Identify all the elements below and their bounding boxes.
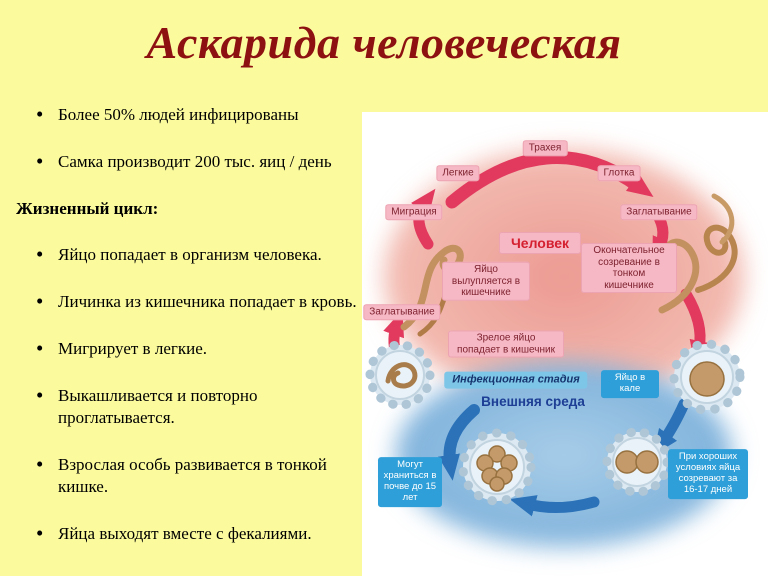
egg-single-cell-illustration [669, 339, 745, 415]
label-infectious-stage: Инфекционная стадия [444, 371, 588, 389]
bullet-item: Личинка из кишечника попадает в кровь. [16, 290, 362, 313]
label-egg-in-feces: Яйцо в кале [601, 370, 659, 398]
label-egg-hatches: Яйцо вылупляется в кишечнике [442, 261, 530, 301]
cycle-bullet-list: Яйцо попадает в организм человека. Личин… [16, 243, 362, 545]
blue-arrow-bottom [509, 495, 600, 517]
egg-multicell-illustration [458, 428, 536, 506]
blue-arrow-right-down [652, 398, 690, 456]
life-cycle-artwork [362, 112, 768, 576]
egg-larva-illustration [365, 340, 435, 410]
intro-bullet-list: Более 50% людей инфицированы Самка произ… [16, 103, 362, 173]
label-migration: Миграция [385, 204, 443, 220]
page-title: Аскарида человеческая [146, 17, 622, 68]
label-swallowing-left: Заглатывание [363, 304, 441, 320]
bullet-item: Яйца выходят вместе с фекалиями. [16, 522, 362, 545]
label-human: Человек [498, 231, 582, 255]
section-heading: Жизненный цикл: [16, 199, 159, 218]
bullet-item: Мигрирует в легкие. [16, 337, 362, 360]
label-trachea: Трахея [522, 140, 568, 156]
label-environment: Внешняя среда [481, 394, 585, 410]
bullet-item: Самка производит 200 тыс. яиц / день [16, 150, 362, 173]
label-swallowing-top: Заглатывание [620, 204, 698, 220]
life-cycle-diagram: Трахея Легкие Глотка Миграция Заглатыван… [362, 112, 768, 576]
label-lungs: Легкие [436, 165, 480, 181]
label-soil-persistence: Могут храниться в почве до 15 лет [378, 457, 442, 507]
label-final-maturation: Окончательное созревание в тонком кишечн… [581, 243, 677, 293]
bullet-item: Яйцо попадает в организм человека. [16, 243, 362, 266]
label-throat: Глотка [597, 165, 641, 181]
bullet-column: Более 50% людей инфицированы Самка произ… [16, 103, 362, 570]
environment-soil-shape [396, 363, 732, 547]
blue-arrow-down-left [438, 404, 480, 481]
bullet-item: Взрослая особь развивается в тонкой кишк… [16, 453, 362, 498]
label-maturation-time: При хороших условиях яйца созревают за 1… [668, 449, 748, 499]
label-mature-egg: Зрелое яйцо попадает в кишечник [448, 330, 564, 358]
bullet-item: Выкашливается и повторно проглатывается. [16, 384, 362, 429]
egg-two-cell-illustration [602, 427, 672, 497]
bullet-item: Более 50% людей инфицированы [16, 103, 362, 126]
